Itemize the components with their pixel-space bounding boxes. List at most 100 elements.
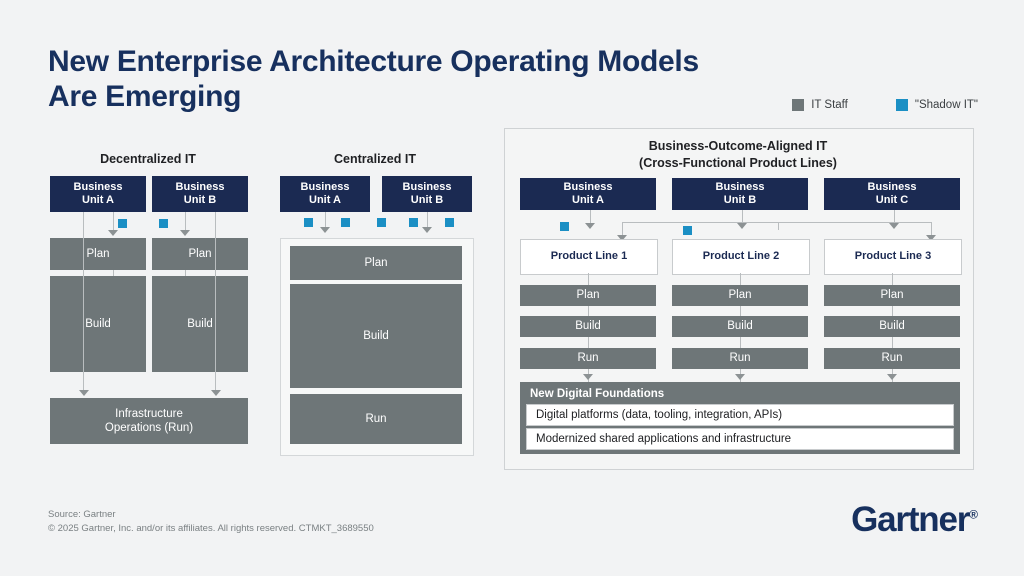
panel-title-outcome-aligned: Business-Outcome-Aligned IT (Cross-Funct…: [504, 138, 972, 172]
decentralized-b-plan: Plan: [152, 238, 248, 270]
connector-arrow-icon: [735, 374, 745, 380]
decentralized-bu-b-line2: Unit B: [183, 194, 217, 206]
connector-arrow-icon: [737, 223, 747, 229]
pl2-build: Build: [672, 316, 808, 337]
connector-line: [83, 238, 85, 395]
pl1-build: Build: [520, 316, 656, 337]
outcome-business-unit-b: Business Unit B: [672, 178, 808, 210]
panel-title-decentralized: Decentralized IT: [100, 152, 196, 166]
pl1-line2: Line 1: [595, 250, 628, 263]
decentralized-business-unit-a: Business Unit A: [50, 176, 146, 212]
centralized-bu-a-line2: Unit A: [309, 194, 341, 206]
legend: IT Staff "Shadow IT": [792, 99, 978, 111]
title-line-1: New Enterprise Architecture Operating Mo…: [48, 45, 699, 78]
pl3-line2: Line 3: [899, 250, 932, 263]
outcome-business-unit-a: Business Unit A: [520, 178, 656, 210]
shadow-it-marker: [445, 218, 454, 227]
shadow-it-marker: [683, 226, 692, 235]
pl2-line1: Product: [702, 250, 745, 263]
shadow-it-marker: [118, 219, 127, 228]
connector-arrow-icon: [585, 223, 595, 229]
panel-title-centralized: Centralized IT: [334, 152, 416, 166]
pl2-plan: Plan: [672, 285, 808, 306]
foundations-row-digital-platforms: Digital platforms (data, tooling, integr…: [526, 404, 954, 426]
registered-trademark-icon: ®: [969, 507, 978, 522]
centralized-business-unit-a: Business Unit A: [280, 176, 370, 212]
decentralized-infrastructure-operations: Infrastructure Operations (Run): [50, 398, 248, 444]
connector-arrow-icon: [889, 223, 899, 229]
connector-line: [215, 212, 217, 238]
title-line-2: Are Emerging: [48, 80, 242, 114]
shadow-it-marker: [304, 218, 313, 227]
foundations-row-modernized-apps: Modernized shared applications and infra…: [526, 428, 954, 450]
centralized-run: Run: [290, 394, 462, 444]
page-title: New Enterprise Architecture Operating Mo…: [48, 44, 838, 114]
connector-arrow-icon: [926, 235, 936, 241]
connector-arrow-icon: [617, 235, 627, 241]
decentralized-bu-b-line1: Business: [175, 180, 225, 193]
logo-text: Gartner: [851, 500, 970, 539]
pl2-line2: Line 2: [747, 250, 780, 263]
pl3-line1: Product: [854, 250, 897, 263]
connector-line: [185, 270, 187, 276]
outcome-bu-b-line1: Business: [715, 180, 765, 193]
outcome-bu-a-line1: Business: [563, 180, 613, 193]
shadow-it-marker: [560, 222, 569, 231]
centralized-build: Build: [290, 284, 462, 388]
connector-line: [894, 210, 896, 226]
connector-line: [113, 212, 115, 232]
legend-swatch-icon-it-staff: [792, 99, 805, 111]
centralized-bu-b-line1: Business: [402, 180, 452, 193]
connector-arrow-icon: [180, 230, 190, 236]
connector-line: [742, 210, 744, 226]
outcome-product-line-3: Product Line 3: [824, 239, 962, 275]
connector-arrow-icon: [583, 374, 593, 380]
connector-line: [590, 210, 592, 226]
connector-line: [113, 270, 115, 276]
shadow-it-marker: [377, 218, 386, 227]
legend-item-shadow-it: "Shadow IT": [895, 99, 978, 111]
decentralized-a-build: Build: [50, 276, 146, 372]
outcome-title-line1: Business-Outcome-Aligned IT: [648, 139, 828, 153]
footer-copyright: © 2025 Gartner, Inc. and/or its affiliat…: [48, 522, 374, 534]
outcome-bu-a-line2: Unit A: [572, 194, 604, 206]
outcome-bu-b-line2: Unit B: [723, 194, 757, 206]
connector-arrow-icon: [211, 390, 221, 396]
cross-connect-bus: [622, 222, 932, 224]
centralized-plan: Plan: [290, 246, 462, 280]
pl1-run: Run: [520, 348, 656, 369]
outcome-title-line2: (Cross-Functional Product Lines): [639, 155, 837, 170]
infra-ops-line2: Operations (Run): [104, 422, 194, 434]
connector-line: [325, 212, 327, 230]
centralized-bu-b-line2: Unit B: [410, 194, 444, 206]
shadow-it-marker: [341, 218, 350, 227]
legend-label-it-staff: IT Staff: [811, 99, 848, 111]
connector-arrow-icon: [79, 390, 89, 396]
footer: Source: Gartner © 2025 Gartner, Inc. and…: [48, 508, 374, 537]
connector-line: [215, 238, 217, 395]
connector-arrow-icon: [320, 227, 330, 233]
connector-arrow-icon: [887, 374, 897, 380]
shadow-it-marker: [159, 219, 168, 228]
outcome-product-line-2: Product Line 2: [672, 239, 810, 275]
connector-line: [83, 212, 85, 238]
connector-arrow-icon: [108, 230, 118, 236]
pl1-line1: Product: [550, 250, 593, 263]
pl3-run: Run: [824, 348, 960, 369]
decentralized-b-build: Build: [152, 276, 248, 372]
decentralized-business-unit-b: Business Unit B: [152, 176, 248, 212]
pl3-build: Build: [824, 316, 960, 337]
connector-line: [931, 222, 933, 238]
centralized-business-unit-b: Business Unit B: [382, 176, 472, 212]
pl1-plan: Plan: [520, 285, 656, 306]
legend-label-shadow-it: "Shadow IT": [914, 99, 978, 111]
connector-line: [622, 222, 624, 238]
legend-swatch-icon-shadow-it: [895, 99, 908, 111]
connector-line: [427, 212, 429, 230]
centralized-bu-a-line1: Business: [300, 180, 350, 193]
outcome-product-line-1: Product Line 1: [520, 239, 658, 275]
connector-line: [778, 222, 780, 230]
connector-line: [185, 212, 187, 232]
legend-item-it-staff: IT Staff: [792, 99, 848, 111]
